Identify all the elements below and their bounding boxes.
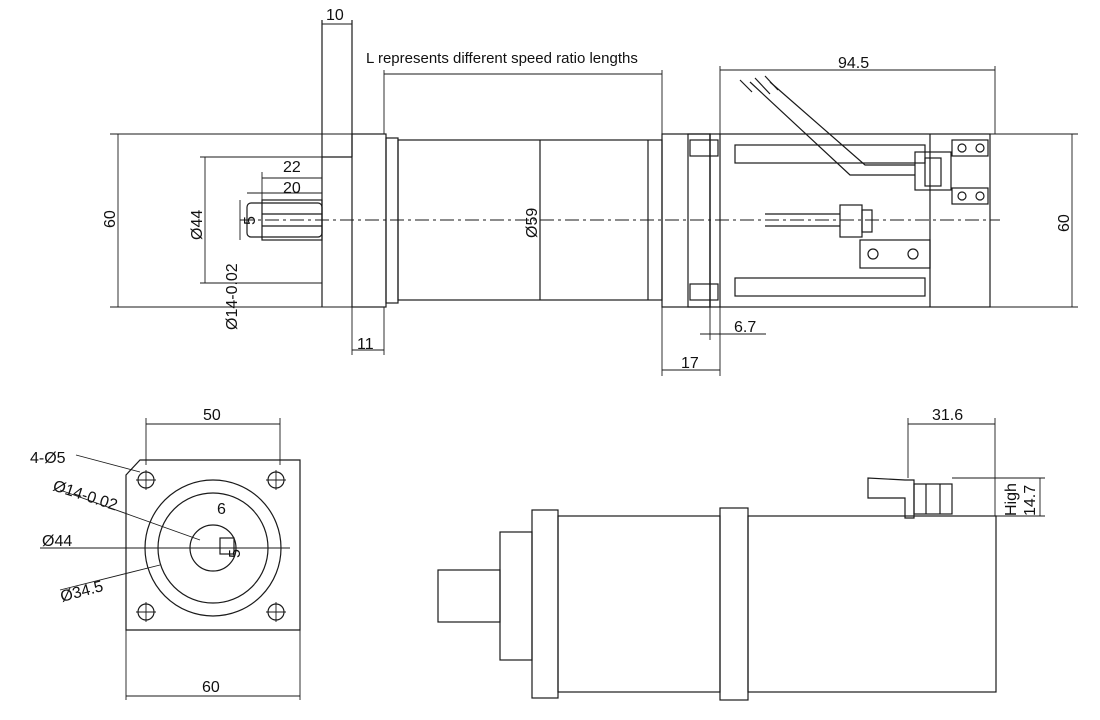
- dim-body-dia: Ø59: [524, 208, 541, 238]
- dim-key-width: 20: [283, 180, 301, 197]
- dim-front-pilot-dia: Ø44: [42, 533, 72, 550]
- speed-ratio-note: L represents different speed ratio lengt…: [366, 50, 638, 67]
- dim-total-height-right: 60: [1056, 214, 1073, 232]
- side-view: 10 L represents different speed ratio le…: [102, 7, 1078, 376]
- dim-front-shaft-dia: Ø14-0.02: [51, 478, 120, 515]
- front-view: 50 4-Ø5 Ø14-0.02 Ø44 6 5 Ø34.5 60: [30, 407, 301, 700]
- dim-rear-cover: 6.7: [734, 319, 756, 336]
- dim-flange-gap: 11: [357, 336, 374, 353]
- dim-front-key-h: 5: [227, 549, 244, 558]
- dim-front-key-w: 6: [217, 501, 226, 518]
- dim-connector-height: 14.7: [1022, 485, 1039, 516]
- dim-bolt-circle-dia: Ø34.5: [59, 578, 106, 606]
- dim-bolt-spacing: 50: [203, 407, 221, 424]
- bottom-side-view: 31.6 High 14.7: [437, 407, 1045, 701]
- dim-total-height-left: 60: [102, 210, 119, 228]
- dim-motor-gap: 17: [681, 355, 699, 372]
- dim-flange-pilot-dia: Ø44: [189, 210, 206, 240]
- dim-bolt-holes: 4-Ø5: [30, 450, 66, 467]
- dim-front-width: 60: [202, 679, 220, 696]
- dim-flange-thickness: 10: [326, 7, 344, 24]
- dim-shaft-dia: Ø14-0.02: [224, 263, 241, 330]
- dim-rear-length: 94.5: [838, 55, 869, 72]
- dim-connector-length: 31.6: [932, 407, 963, 424]
- dim-key-height: 5: [242, 216, 259, 225]
- dim-key-length: 22: [283, 159, 301, 176]
- dim-connector-high-label: High: [1003, 483, 1020, 516]
